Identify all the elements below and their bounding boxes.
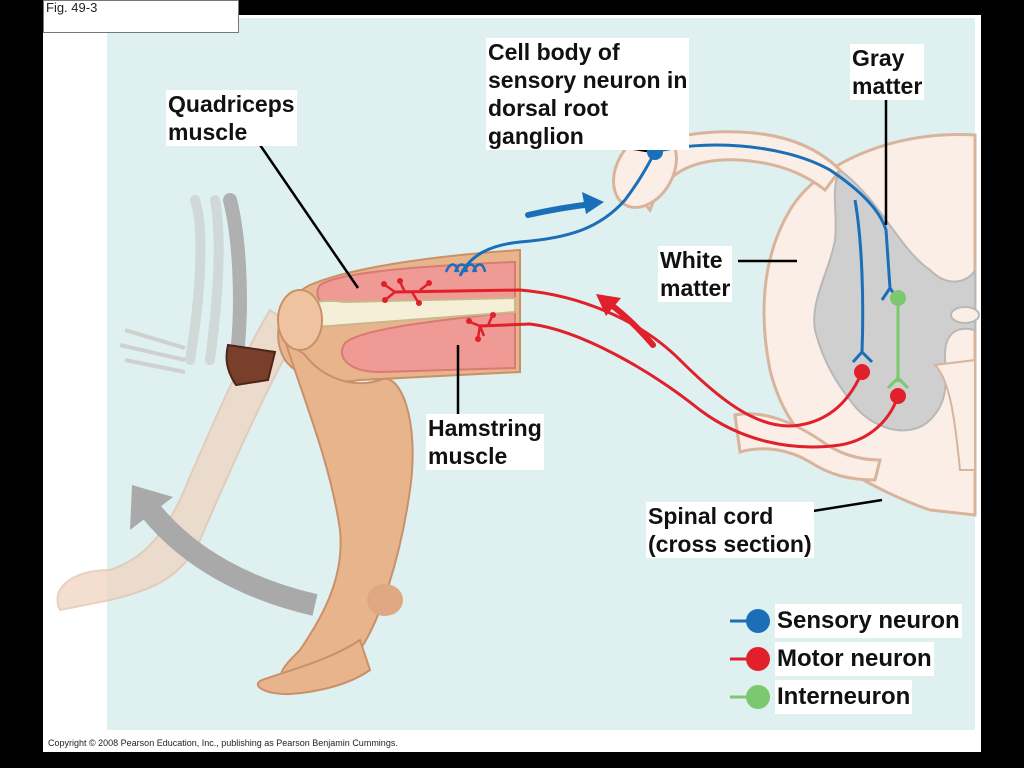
- motion-lines: [119, 328, 186, 374]
- stretch-receptor-coils: [444, 263, 487, 273]
- central-canal: [950, 306, 980, 324]
- motor-endplate-hamstring: [469, 315, 494, 339]
- hamstring-muscle-shape: [340, 310, 516, 374]
- endplate-dot: [475, 336, 481, 342]
- kneecap: [277, 289, 323, 351]
- hammer-ghost-1: [185, 195, 206, 365]
- copyright-notice: Copyright © 2008 Pearson Education, Inc.…: [48, 738, 398, 748]
- endplate-dot: [490, 312, 496, 318]
- motor-cell-body-quadriceps: [854, 364, 870, 380]
- sensory-neuron-legend-icon: [730, 609, 770, 633]
- hamstring-muscle-label: Hamstring muscle: [426, 414, 544, 470]
- leg-movement-arrow-head: [130, 485, 173, 530]
- leg-illustration: [56, 248, 521, 696]
- lower-leg: [280, 337, 414, 692]
- spinal-cord-cross-section: [612, 130, 980, 517]
- interneuron-path: [886, 290, 910, 390]
- leg-movement-arrow: [141, 503, 318, 616]
- interneuron-legend-icon: [730, 685, 770, 709]
- cell-body-label: Cell body of sensory neuron in dorsal ro…: [486, 38, 690, 150]
- endplate-dot: [416, 300, 422, 306]
- sensory-axon-peripheral: [458, 151, 657, 277]
- white-matter-label: White matter: [658, 246, 733, 302]
- foot: [256, 638, 372, 696]
- motor-neuron-paths: [381, 278, 906, 449]
- motor-neuron-legend-icon: [730, 647, 770, 671]
- motor-axon-hamstring: [479, 322, 900, 449]
- endplate-dot: [426, 280, 432, 286]
- interneuron-terminal: [886, 375, 910, 390]
- motor-cell-body-hamstring: [890, 388, 906, 404]
- motor-axon-quadriceps: [394, 288, 864, 428]
- sensory-neuron-path: [444, 143, 900, 364]
- reflex-hammer: [119, 193, 277, 387]
- legend-interneuron-label: Interneuron: [775, 680, 913, 714]
- sensory-direction-arrow: [525, 201, 595, 218]
- ankle-bone: [367, 584, 403, 616]
- sensory-synapse-terminal-2: [851, 349, 874, 364]
- legend-sensory-label: Sensory neuron: [775, 604, 962, 638]
- sensory-direction-arrow-head: [582, 192, 604, 214]
- ventral-horn-extension: [932, 358, 976, 471]
- endplate-dot: [466, 318, 472, 324]
- hammer-ghost-2: [205, 195, 224, 365]
- sensory-branch-to-motor: [853, 199, 865, 353]
- hammer-handle: [223, 193, 247, 352]
- sensory-axon-central: [654, 143, 892, 289]
- quadriceps-muscle-label: Quadriceps muscle: [166, 90, 297, 146]
- quadriceps-leader: [256, 141, 360, 289]
- motor-direction-arrow-head: [596, 294, 621, 316]
- interneuron-cell-body: [890, 290, 906, 306]
- endplate-dot: [397, 278, 403, 284]
- motor-endplate-quadriceps: [384, 281, 429, 303]
- figure-number: Fig. 49-3: [43, 0, 239, 33]
- hammer-head: [225, 343, 277, 387]
- endplate-dot: [381, 281, 387, 287]
- spinal-cord-label: Spinal cord (cross section): [646, 502, 814, 558]
- gray-matter-label: Gray matter: [850, 44, 925, 100]
- legend-motor-label: Motor neuron: [775, 642, 934, 676]
- endplate-dot: [382, 297, 388, 303]
